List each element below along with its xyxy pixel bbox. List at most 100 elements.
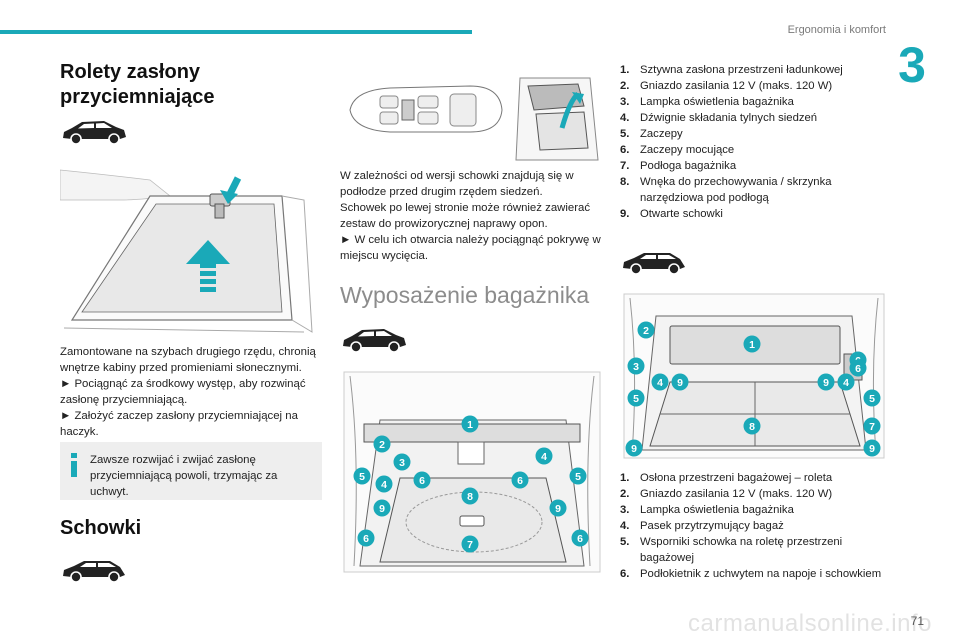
list-item: 3.Lampka oświetlenia bagażnika [620,504,794,516]
callout-marker-label: 9 [631,443,637,455]
callout-marker-label: 3 [633,361,639,373]
callout-marker [375,475,393,493]
callout-marker [863,439,881,457]
storage-paragraph-2: Schowek po lewej stronie może również za… [340,202,591,230]
callout-marker [817,373,835,391]
callout-marker [863,417,881,435]
watermark: carmanualsonline.info [688,610,932,637]
car-estate-icon [623,253,685,275]
storage-paragraph-3: ► W celu ich otwarcia należy pociągnąć p… [340,234,601,262]
callout-marker-label: 9 [677,377,683,389]
storage-paragraph-1: W zależności od wersji schowki znajdują … [340,170,574,198]
list-item: 6.Podłokietnik z uchwytem na napoje i sc… [620,568,882,580]
callout-marker-label: 7 [467,539,473,551]
callout-marker-label: 6 [855,363,861,375]
list-item: 8.Wnęka do przechowywania / skrzynka nar… [620,176,832,204]
callout-marker [743,335,761,353]
callout-marker [837,373,855,391]
callout-marker [863,389,881,407]
callout-marker-label: 5 [869,393,875,405]
list-item: 4.Pasek przytrzymujący bagaż [620,520,784,532]
callout-marker-label: 3 [399,457,405,469]
callout-marker [637,321,655,339]
callout-marker [627,389,645,407]
blinds-paragraph-3: ► Założyć zaczep zasłony przyciemniające… [60,410,298,438]
blind-illustration [60,160,322,338]
callout-marker-label: 2 [379,439,385,451]
callout-marker-label: 5 [359,471,365,483]
callout-marker-label: 9 [869,443,875,455]
list-item: 4.Dźwignie składania tylnych siedzeń [620,112,818,124]
car-estate-icon [63,561,125,583]
callout-marker [413,471,431,489]
boot-legend-1: 1.Sztywna zasłona przestrzeni ładunkowej… [620,62,888,222]
list-item: 1.Sztywna zasłona przestrzeni ładunkowej [620,64,843,76]
callout-marker [461,535,479,553]
list-item: 9.Otwarte schowki [620,208,723,220]
storage-illustration [340,70,605,162]
callout-marker-label: 6 [419,475,425,487]
chapter-number: 3 [898,37,926,93]
arrow-up-icon [186,240,230,292]
list-item: 2.Gniazdo zasilania 12 V (maks. 120 W) [620,80,833,92]
storage-title: Schowki [60,517,142,539]
car-suv-icon [63,121,126,145]
page-header-title: Ergonomia i komfort [787,24,886,36]
callout-marker [571,529,589,547]
callout-marker [627,357,645,375]
callout-marker [549,499,567,517]
callout-marker-label: 4 [541,451,547,463]
callout-marker [357,529,375,547]
callout-marker [743,417,761,435]
blinds-title: Rolety zasłony przyciemniające [60,61,215,108]
callout-marker-label: 4 [381,479,387,491]
callout-marker [461,415,479,433]
list-item: 5.Zaczepy [620,128,683,140]
callout-marker [461,487,479,505]
callout-marker-label: 4 [657,377,663,389]
callout-marker-label: 7 [869,421,875,433]
boot-illustration-2: 123499465567899 [620,290,888,462]
callout-marker [393,453,411,471]
list-item: 1.Osłona przestrzeni bagażowej – roleta [620,472,833,484]
callout-marker [849,359,867,377]
callout-marker [353,467,371,485]
callout-marker-label: 1 [467,419,473,431]
callout-marker [373,435,391,453]
blinds-paragraph-2: ► Pociągnąć za środkowy występ, aby rozw… [60,378,306,406]
callout-marker-label: 6 [577,533,583,545]
callout-marker-label: 4 [843,377,849,389]
list-item: 5.Wsporniki schowka na roletę przestrzen… [620,536,843,564]
callout-marker-label: 8 [749,421,755,433]
car-suv-icon [343,329,406,353]
blinds-note: Zawsze rozwijać i zwijać zasłonę przycie… [60,442,322,500]
header-accent-bar [0,30,472,34]
callout-marker-label: 1 [749,339,755,351]
callout-marker-label: 5 [633,393,639,405]
callout-marker [569,467,587,485]
boot-legend-2: 1.Osłona przestrzeni bagażowej – roleta … [620,470,888,582]
callout-marker-label: 6 [517,475,523,487]
callout-marker-label: 5 [575,471,581,483]
callout-marker [651,373,669,391]
page-number: 71 [910,614,924,628]
callout-marker-label: 2 [643,325,649,337]
blinds-note-text: Zawsze rozwijać i zwijać zasłonę przycie… [90,454,278,498]
callout-marker-label: 6 [363,533,369,545]
info-icon [71,453,77,477]
callout-marker [511,471,529,489]
blinds-paragraph-1: Zamontowane na szybach drugiego rzędu, c… [60,346,316,374]
callout-marker-label: 9 [823,377,829,389]
list-item: 3.Lampka oświetlenia bagażnika [620,96,794,108]
callout-marker-label: 9 [555,503,561,515]
callout-marker [373,499,391,517]
callout-marker [625,439,643,457]
callout-marker-label: 8 [467,491,473,503]
callout-marker-label: 9 [379,503,385,515]
boot-title: Wyposażenie bagażnika [340,282,590,308]
callout-marker [671,373,689,391]
callout-marker [535,447,553,465]
list-item: 2.Gniazdo zasilania 12 V (maks. 120 W) [620,488,833,500]
list-item: 6.Zaczepy mocujące [620,144,735,156]
